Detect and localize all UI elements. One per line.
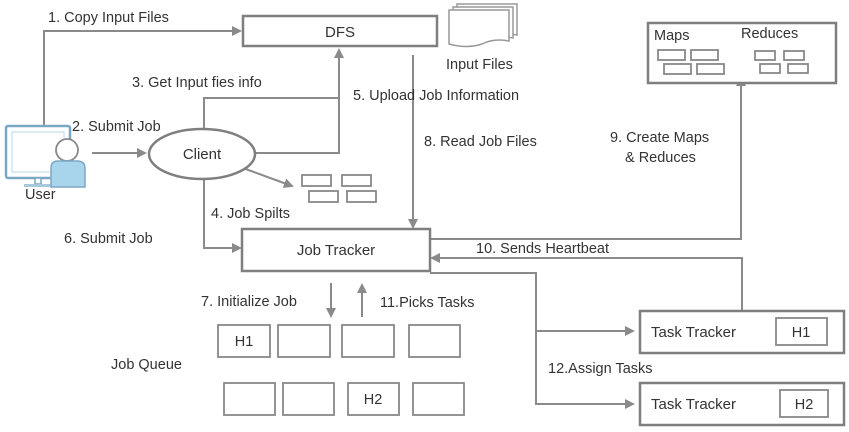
job-splits-blocks [301, 174, 377, 203]
step-3-label: 3. Get Input fies info [132, 75, 262, 91]
step-9-label-line1: 9. Create Maps [610, 130, 709, 146]
step-7-label: 7. Initialize Job [201, 294, 297, 310]
edge-create-maps-reduces [430, 76, 746, 240]
edge-get-input-files-info [203, 48, 344, 128]
reduce-blocks [754, 50, 809, 74]
input-files-label: Input Files [446, 57, 513, 73]
maps-label: Maps [654, 28, 689, 44]
step-5-label: 5. Upload Job Information [353, 88, 519, 104]
task-tracker-1-label: Task Tracker [651, 324, 736, 341]
step-6-label: 6. Submit Job [64, 231, 153, 247]
job-queue-label: Job Queue [111, 357, 182, 373]
map-blocks [657, 49, 725, 75]
job-queue-row-1: H1 [217, 324, 461, 358]
task-tracker-2-label: Task Tracker [651, 396, 736, 413]
dfs-label: DFS [325, 24, 355, 41]
client-label: Client [183, 146, 222, 163]
task-tracker-2-host-box [779, 389, 829, 418]
job-queue-row-2: H2 [223, 382, 465, 416]
step-12-label: 12.Assign Tasks [548, 361, 653, 377]
task-tracker-1-host: H1 [792, 325, 811, 341]
task-tracker-2-host: H2 [795, 397, 814, 413]
reduces-label: Reduces [741, 26, 798, 42]
edge-copy-input-files [43, 26, 242, 125]
step-1-label: 1. Copy Input Files [48, 10, 169, 26]
edge-assign-tasks-2 [535, 331, 635, 409]
client-node [147, 127, 257, 181]
queue-slot-label: H2 [364, 392, 383, 408]
user-icon [4, 124, 86, 188]
step-8-label: 8. Read Job Files [424, 134, 537, 150]
user-label: User [25, 187, 56, 203]
edge-sends-heartbeat [430, 253, 743, 312]
job-tracker-label: Job Tracker [297, 242, 375, 259]
job-tracker-box [240, 227, 432, 273]
input-files-icon [448, 3, 518, 48]
step-4-label: 4. Job Spilts [211, 206, 290, 222]
edge-submit-job-client-jobtracker [203, 178, 242, 253]
queue-slot-label: H1 [235, 334, 254, 350]
step-2-label: 2. Submit Job [72, 119, 161, 135]
edge-upload-job-info [252, 98, 340, 154]
task-tracker-1-host-box [775, 317, 828, 346]
edge-assign-tasks-1 [430, 272, 635, 336]
edge-client-to-splits [242, 167, 294, 188]
step-9-label-line2: & Reduces [625, 150, 696, 166]
step-10-label: 10. Sends Heartbeat [476, 241, 609, 257]
dfs-box [241, 14, 439, 48]
step-11-label: 11.Picks Tasks [380, 295, 475, 311]
